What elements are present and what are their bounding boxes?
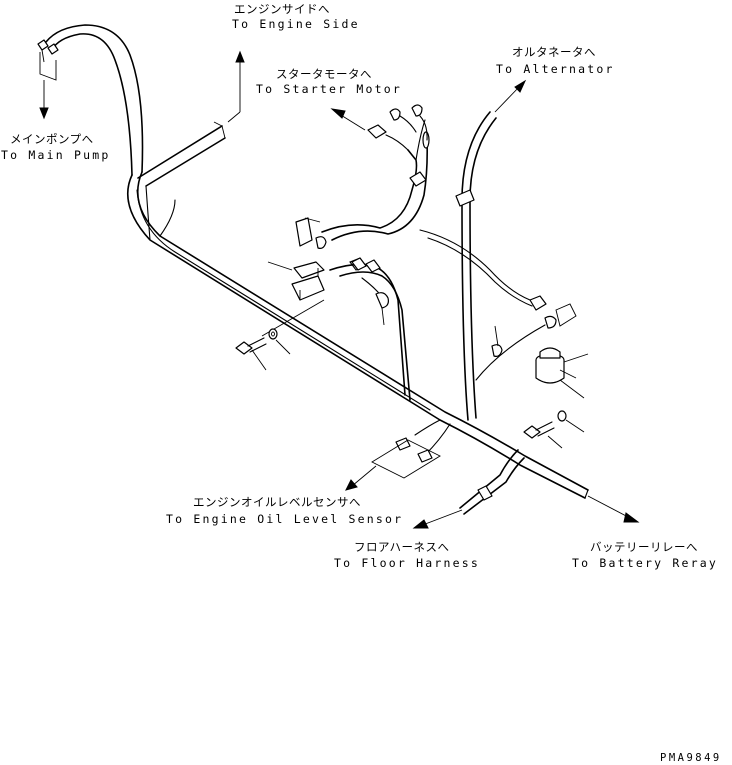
- battery-relay: [535, 347, 589, 399]
- drawing-code: PMA9849: [660, 752, 722, 764]
- battery-relay-label-en: To Battery Reray: [572, 556, 718, 570]
- arrow-starter-motor: [330, 108, 366, 131]
- starter-motor-branch: [321, 104, 430, 241]
- bolt-right: [523, 410, 585, 449]
- floor-harness-label-en: To Floor Harness: [334, 556, 480, 570]
- alternator-label-en: To Alternator: [496, 62, 615, 76]
- alternator-label-ja: オルタネータへ: [512, 45, 596, 59]
- engine-side-label-ja: エンジンサイドへ: [234, 2, 330, 16]
- bolt-left: [235, 328, 291, 371]
- engine-side-label-en: To Engine Side: [232, 17, 360, 31]
- arrow-oil-level-sensor: [345, 465, 377, 491]
- main-pump-label-en: To Main Pump: [1, 148, 111, 162]
- starter-motor-label-ja: スタータモータへ: [276, 67, 372, 81]
- oil-level-sensor-connector: [371, 419, 451, 479]
- floor-harness-label-ja: フロアハーネスへ: [354, 540, 450, 554]
- oil-level-sensor-label-en: To Engine Oil Level Sensor: [166, 512, 404, 526]
- battery-relay-label-ja: バッテリーリレーへ: [590, 540, 698, 554]
- engine-side-branch: [45, 24, 226, 241]
- alternator-branch: [419, 111, 577, 421]
- oil-level-sensor-label-ja: エンジンオイルレベルセンサへ: [193, 495, 361, 509]
- main-pump-label-ja: メインポンプへ: [10, 132, 94, 146]
- main-pump-connector: [37, 39, 59, 81]
- arrow-main-pump: [39, 80, 49, 120]
- arrow-engine-side: [227, 50, 245, 123]
- relay-cluster: [261, 217, 411, 401]
- main-harness-trunk: [126, 171, 589, 499]
- arrow-battery-relay: [587, 495, 640, 523]
- starter-motor-label-en: To Starter Motor: [256, 82, 402, 96]
- arrow-floor-harness: [412, 509, 463, 529]
- arrow-alternator: [494, 79, 527, 113]
- floor-harness-branch: [459, 449, 525, 515]
